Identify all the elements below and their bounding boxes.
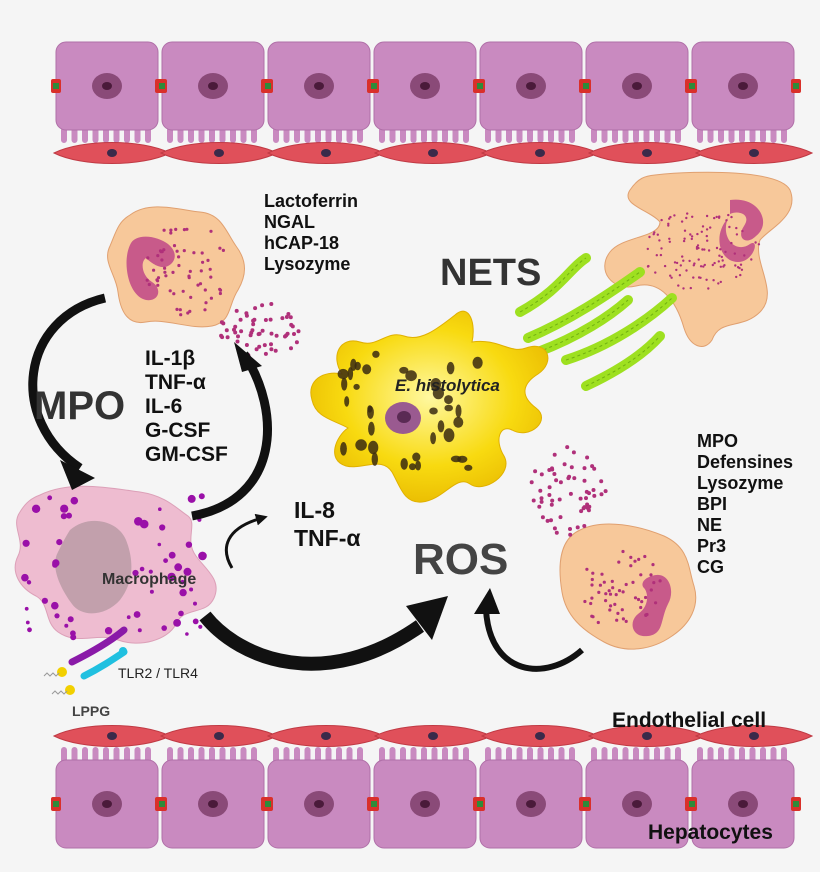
tlr2-receptor: [68, 626, 128, 666]
bottom-hepatocyte-layer: [51, 747, 801, 849]
macrophage-granules: [21, 493, 207, 641]
lppg-label: LPPG: [72, 703, 111, 719]
entamoeba-trophozoite: [310, 310, 549, 503]
nets-neutrophil: [604, 171, 793, 347]
lppg-molecule: [57, 667, 67, 677]
cytokine-il8: IL-8: [294, 497, 335, 523]
granule-lysozyme: Lysozyme: [264, 254, 351, 274]
endothelial-cell: [52, 725, 172, 747]
neutrophil-top-left-granules: [145, 227, 225, 317]
tlr-label: TLR2 / TLR4: [118, 665, 198, 681]
cytokine-gcsf: G-CSF: [145, 419, 211, 442]
endothelial-cell: [266, 725, 386, 747]
granule-list-right: MPO Defensines Lysozyme BPI NE Pr3 CG: [697, 431, 793, 578]
macrophage-label: Macrophage: [102, 571, 197, 588]
granule-ngal: NGAL: [264, 212, 315, 232]
granule-release-top: [219, 302, 301, 358]
neutrophil-top-left: [107, 206, 245, 328]
endothelial-cell: [52, 142, 172, 164]
nets-fiber: [581, 331, 665, 391]
neutrophil-right: [559, 523, 697, 650]
endothelial-cell: [373, 725, 493, 747]
hepatocyte-cell: [475, 747, 589, 849]
cytokine-gmcsf: GM-CSF: [145, 443, 228, 466]
tlr-receptors: [43, 626, 128, 695]
hepatocyte-cell: [475, 41, 589, 143]
granule-defensines: Defensines: [697, 452, 794, 472]
hepatocyte-cell: [157, 41, 271, 143]
hepatocyte-cell: [687, 41, 801, 143]
amoeba-vacuoles: [337, 350, 483, 471]
granule-list-top: Lactoferrin NGAL hCAP-18 Lysozyme: [264, 191, 358, 275]
top-hepatocyte-layer: [51, 41, 801, 143]
endothelial-cell: [587, 725, 707, 747]
entamoeba-label: E. histolytica: [395, 376, 500, 395]
macrophage-cell: [14, 485, 217, 644]
macrophage-nucleus: [55, 520, 132, 614]
endothelial-cell: [159, 725, 279, 747]
hepatocyte-cell: [369, 747, 483, 849]
cytokine-tnfa-mid: TNF-α: [294, 525, 361, 551]
hepatocytes-label: Hepatocytes: [648, 821, 773, 844]
hepatocyte-cell: [51, 747, 165, 849]
endothelial-cell: [587, 142, 707, 164]
granule-release-right: [529, 445, 608, 537]
nets-label: NETS: [440, 252, 542, 294]
hepatocyte-cell: [157, 747, 271, 849]
hepatocyte-cell: [581, 41, 695, 143]
nets-fibers: [515, 253, 677, 391]
endothelial-cell: [480, 725, 600, 747]
hepatocyte-cell: [263, 41, 377, 143]
hepatocyte-cell: [51, 41, 165, 143]
arrow-macrophage-cytokines: [224, 513, 268, 569]
arrow-neutrophil-to-ros: [483, 609, 584, 672]
granule-pr3: Pr3: [697, 536, 727, 556]
granule-lactoferrin: Lactoferrin: [264, 191, 359, 211]
endothelial-cell: [694, 725, 814, 747]
endothelial-cell: [266, 142, 386, 164]
bottom-endothelial-layer: [52, 725, 814, 747]
endothelial-cell: [373, 142, 493, 164]
ros-label: ROS: [413, 535, 509, 584]
neutrophil-right-granules: [583, 549, 662, 625]
endothelial-cell-label: Endothelial cell: [612, 709, 767, 732]
granule-ne: NE: [697, 515, 723, 535]
top-endothelial-layer: [52, 142, 814, 164]
endothelial-cell: [480, 142, 600, 164]
granule-mpo: MPO: [697, 431, 739, 451]
cytokine-list-left: IL-1β TNF-α IL-6 G-CSF GM-CSF: [145, 347, 228, 467]
hepatocyte-cell: [687, 747, 801, 849]
granule-cg: CG: [697, 557, 724, 577]
cytokine-tnfa: TNF-α: [145, 371, 206, 394]
arrow-macrophage-to-neutrophil: [191, 351, 272, 521]
cytokine-il6: IL-6: [145, 395, 183, 418]
granule-hcap18: hCAP-18: [264, 233, 340, 253]
endothelial-cell: [159, 142, 279, 164]
mpo-label: MPO: [34, 384, 126, 428]
arrow-macrophage-to-ros: [199, 611, 425, 671]
granule-bpi: BPI: [697, 494, 728, 514]
cytokine-il1b: IL-1β: [145, 347, 196, 370]
nets-granules: [646, 212, 761, 290]
endothelial-cell: [694, 142, 814, 164]
granule-lysozyme-right: Lysozyme: [697, 473, 784, 493]
cytokine-list-mid: IL-8 TNF-α: [294, 497, 361, 553]
hepatocyte-cell: [263, 747, 377, 849]
hepatocyte-cell: [369, 41, 483, 143]
arrow-neutrophil-to-macrophage: [28, 293, 107, 472]
flow-arrows: [28, 293, 584, 672]
